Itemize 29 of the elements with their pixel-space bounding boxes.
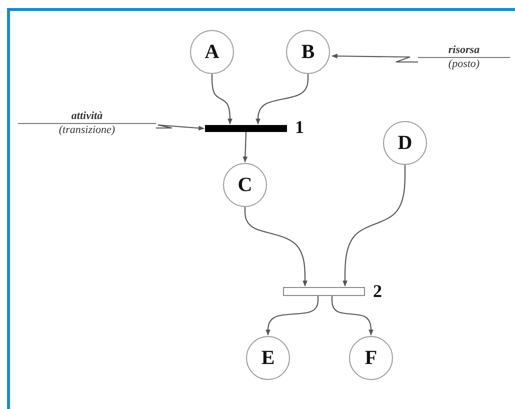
place-circle — [383, 121, 427, 165]
annotation-note: (posto) — [448, 58, 480, 70]
arrow — [156, 124, 205, 130]
arrow — [256, 74, 309, 125]
transition-number: 2 — [373, 281, 382, 302]
annotation-label: risorsa — [418, 44, 510, 58]
place-circle — [223, 163, 267, 207]
place-label: D — [398, 132, 412, 154]
place-label: F — [364, 346, 378, 370]
annotation-label: attività — [18, 110, 156, 124]
arrow — [266, 296, 319, 336]
annotation-note: (transizione) — [58, 124, 116, 136]
transition-bar — [283, 287, 365, 296]
place-label: B — [301, 40, 315, 64]
transition-number: 1 — [295, 117, 304, 138]
arrow — [331, 296, 374, 336]
place-label: A — [204, 40, 220, 64]
place-circle — [286, 30, 330, 74]
place-label: E — [261, 346, 275, 370]
place-circle — [190, 30, 234, 74]
place-circle — [349, 336, 393, 380]
arrow — [211, 74, 232, 125]
place-circle — [246, 336, 290, 380]
arrow — [331, 54, 418, 63]
transition-bar — [205, 125, 287, 132]
arrow — [244, 207, 308, 287]
arrow — [342, 165, 406, 287]
arrow — [242, 132, 248, 163]
place-label: C — [238, 174, 252, 196]
